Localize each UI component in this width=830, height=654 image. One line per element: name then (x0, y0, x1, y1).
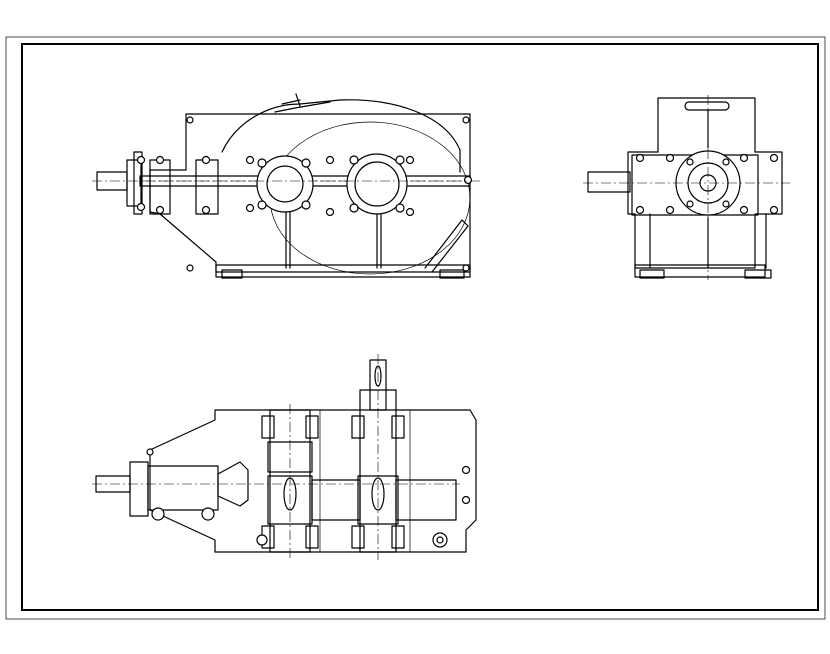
front-bearing-cover-2 (195, 159, 219, 215)
top-keyway-output (374, 365, 382, 387)
front-ribs (285, 211, 382, 269)
top-gear-1 (267, 441, 313, 473)
top-gear-3 (311, 479, 361, 521)
front-base-foot-left (221, 269, 243, 279)
front-breather (274, 93, 331, 113)
top-input-flange (129, 461, 149, 517)
top-bearings (261, 415, 405, 549)
front-bearing-housing-1 (256, 155, 314, 213)
top-input-bearing-housing (147, 465, 219, 511)
front-upper-cover (221, 99, 461, 173)
top-flange-bolts (146, 448, 471, 548)
side-breather-cap (684, 101, 730, 111)
side-base (634, 264, 766, 278)
front-base (215, 264, 471, 278)
sheet-frame (5, 36, 826, 620)
inner-border (21, 43, 819, 611)
side-base-foot-right (744, 269, 772, 279)
top-keyway-1 (283, 477, 297, 511)
top-gear-4 (395, 479, 457, 521)
top-housing-outline (149, 409, 477, 553)
front-bearing-bore-2 (354, 161, 400, 207)
top-gear-5 (357, 475, 399, 525)
front-view (92, 93, 480, 279)
side-bolts (635, 153, 779, 215)
front-bearing-bore-1 (266, 165, 304, 203)
front-oil-dipstick (424, 219, 469, 273)
side-view (583, 95, 790, 280)
top-section-view (92, 354, 477, 560)
top-bevel-pinion (217, 461, 249, 507)
front-input-end-cap (133, 151, 143, 215)
side-base-foot-left (639, 269, 665, 279)
front-bolts (136, 116, 473, 272)
side-input-shaft (587, 171, 631, 193)
side-housing-outline (627, 97, 783, 269)
outer-border (5, 36, 826, 620)
top-bolt-lower-mid (201, 507, 215, 521)
top-keyway-2 (371, 477, 385, 511)
front-base-foot-right (439, 269, 465, 279)
top-bolt-lower-left (151, 507, 165, 521)
front-bearing-cover-1 (149, 159, 171, 215)
